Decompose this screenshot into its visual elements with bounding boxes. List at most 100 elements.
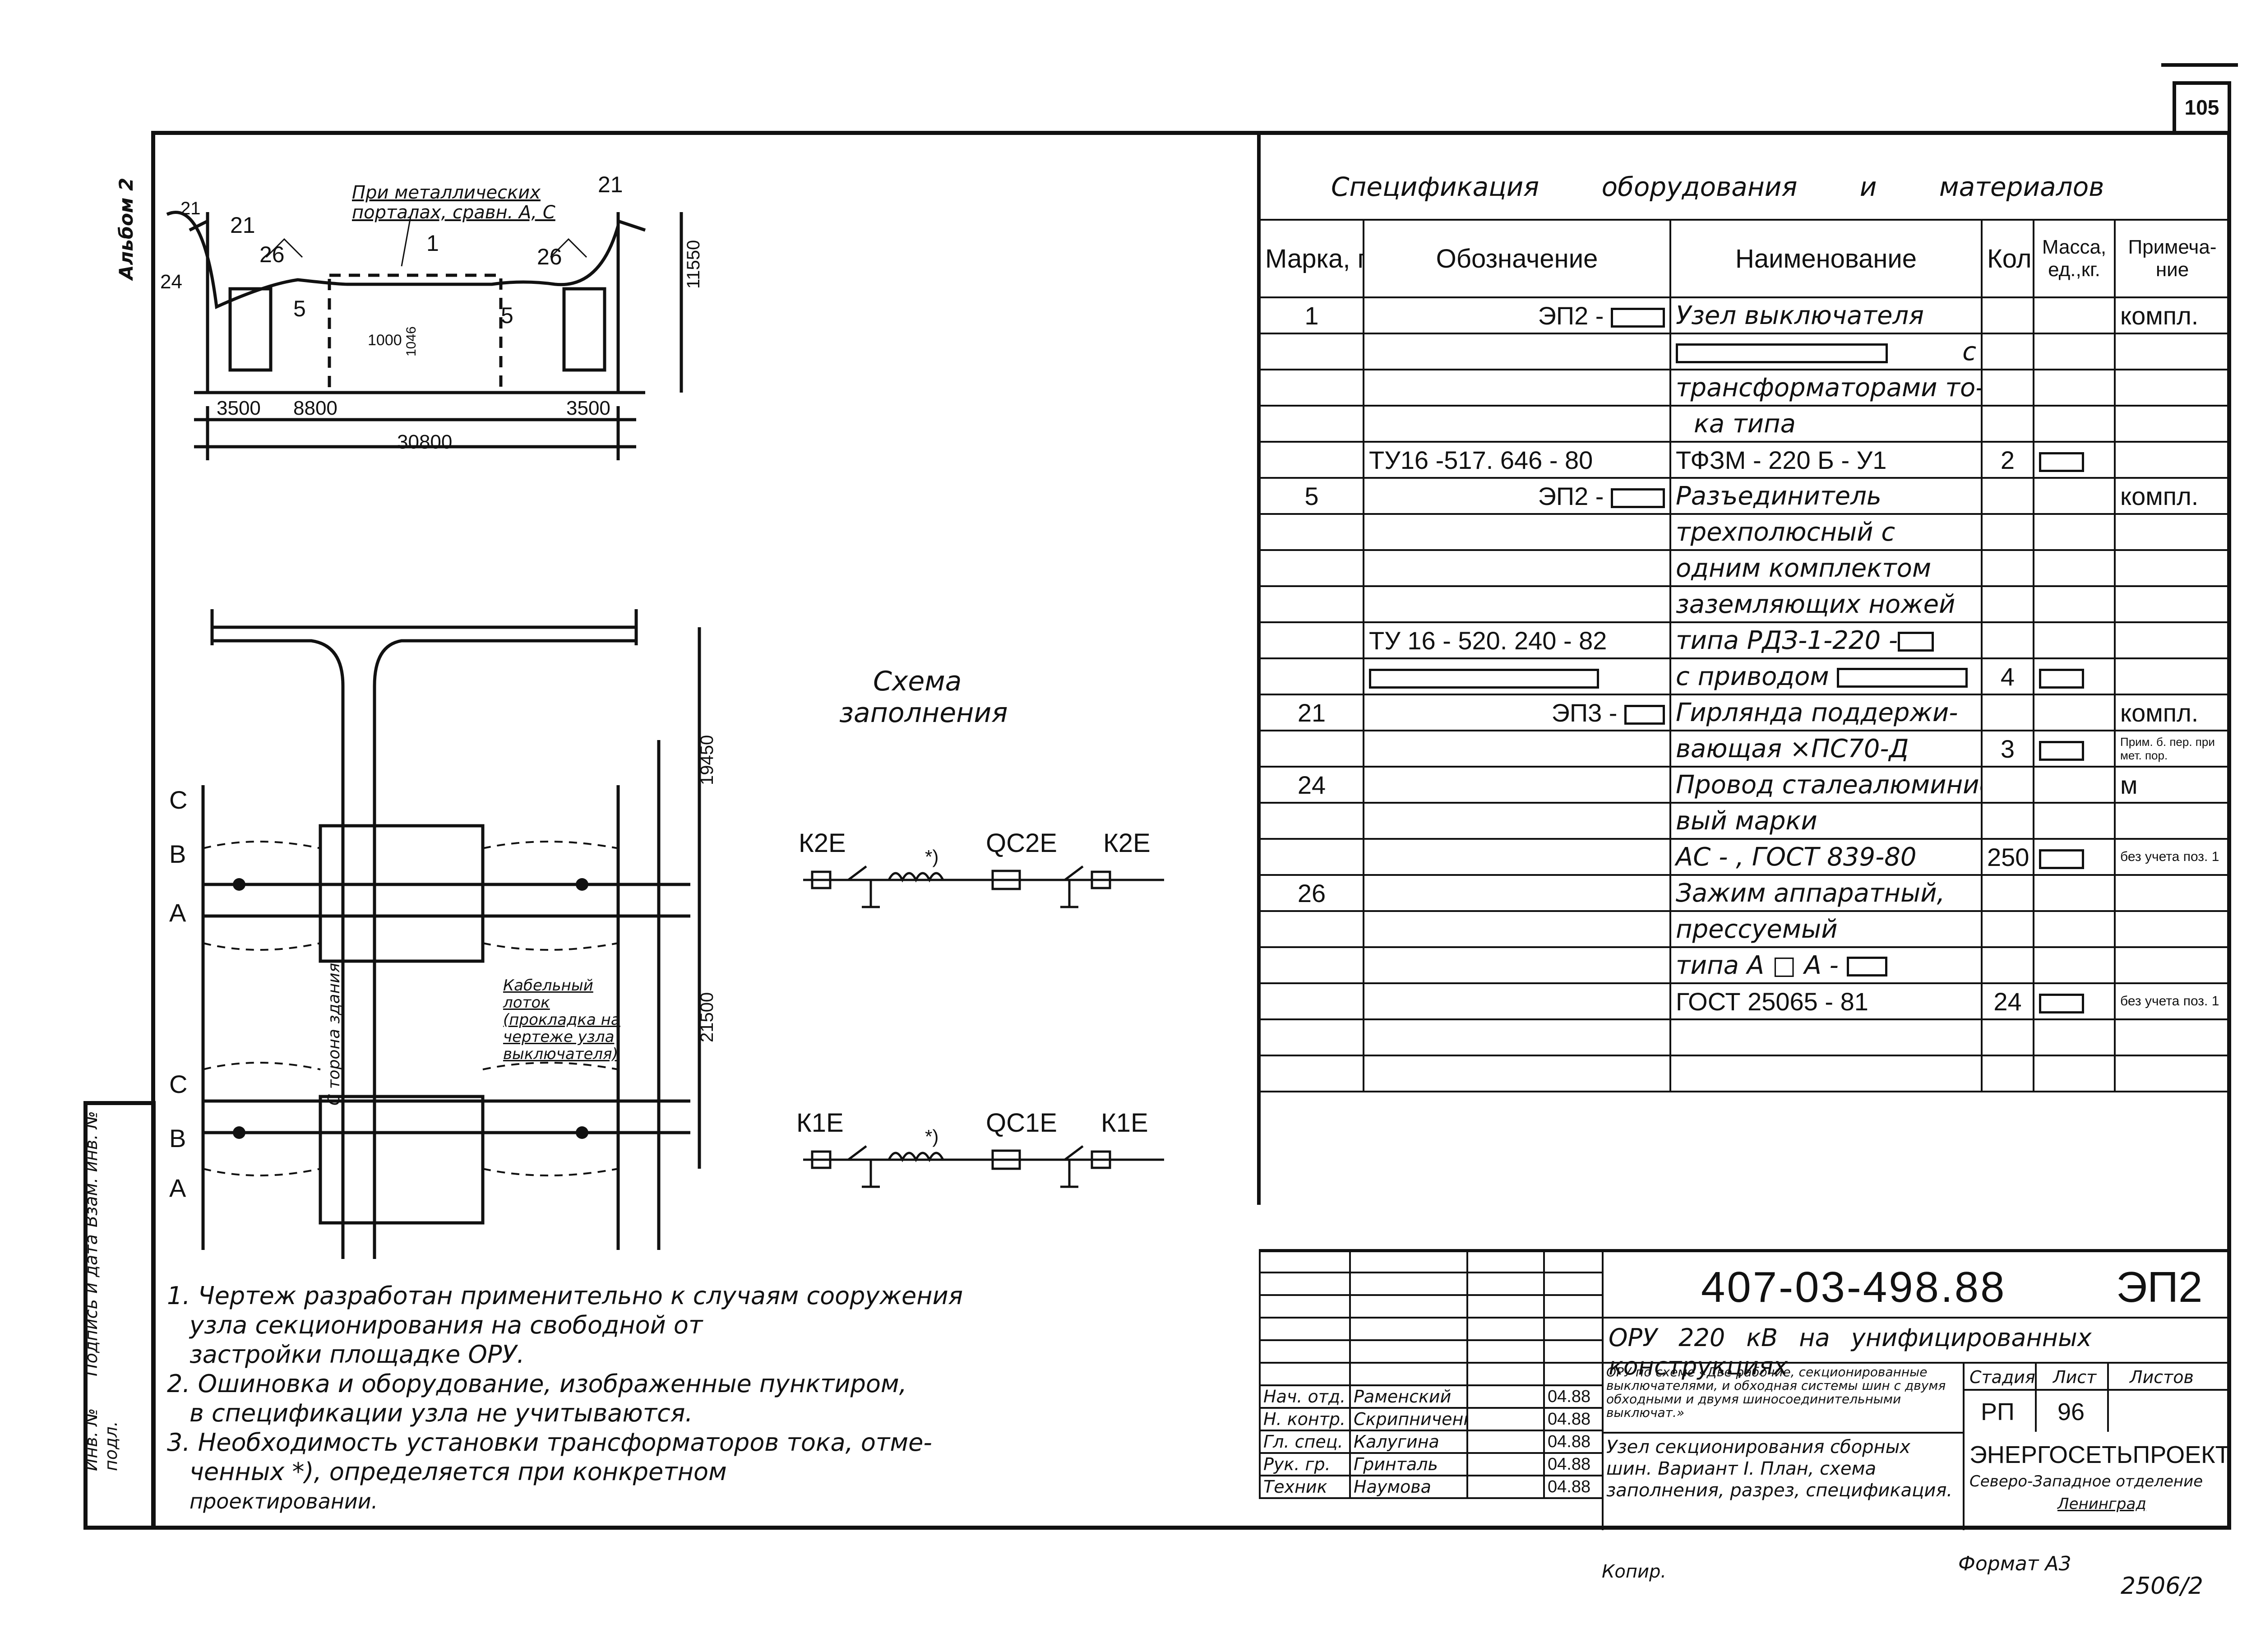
side-stamp-sign: Подпись и дата bbox=[81, 1234, 101, 1376]
tb-role: Н. контр. bbox=[1259, 1407, 1351, 1431]
pos-5-right: 5 bbox=[501, 303, 513, 328]
dim-1046: 1046 bbox=[404, 326, 419, 356]
note-1c: застройки площадке ОРУ. bbox=[190, 1340, 525, 1369]
pos-21-left: 21 bbox=[230, 213, 255, 238]
spec-cell-note bbox=[2114, 333, 2231, 370]
rev-cell bbox=[1259, 1339, 1351, 1364]
spec-cell-name: вающая ×ПС70-Д bbox=[1669, 730, 1983, 768]
spec-cell-name: трехполюсный с bbox=[1669, 513, 1983, 551]
spec-cell-desig bbox=[1363, 369, 1671, 407]
dim-21500: 21500 bbox=[697, 992, 717, 1042]
rev-cell bbox=[1259, 1362, 1351, 1386]
note-3c: проектировании. bbox=[190, 1489, 378, 1513]
spec-table: Марка, поз. Обозначение Наименование Кол… bbox=[1259, 219, 2231, 1092]
spec-header-mark: Марка, поз. bbox=[1259, 219, 1364, 298]
spec-cell-desig: ЭП2 - bbox=[1363, 296, 1671, 334]
spec-cell-qty bbox=[1981, 694, 2034, 731]
spec-row: прессуемый bbox=[1259, 910, 2231, 948]
spec-cell-name: Узел выключателя bbox=[1669, 296, 1983, 334]
spec-row: с bbox=[1259, 333, 2231, 370]
spec-cell-mass bbox=[2033, 441, 2116, 479]
rev-cell bbox=[1349, 1294, 1468, 1319]
tb-line-3 bbox=[1602, 1432, 1963, 1434]
pos-26-left: 26 bbox=[259, 242, 285, 267]
phase-top-a: А bbox=[169, 898, 186, 927]
scheme-bottom-left-label: К1Е bbox=[796, 1108, 844, 1138]
dim-1000: 1000 bbox=[368, 332, 402, 349]
spec-cell-qty bbox=[1981, 802, 2034, 840]
spec-cell-note: м bbox=[2114, 766, 2231, 804]
spec-cell-desig bbox=[1363, 766, 1671, 804]
spec-cell-name: типа РДЗ-1-220 - bbox=[1669, 621, 1983, 659]
spec-row bbox=[1259, 1055, 2231, 1092]
spec-cell-mark bbox=[1259, 333, 1364, 370]
spec-cell-mass bbox=[2033, 694, 2116, 731]
spec-cell-note bbox=[2114, 946, 2231, 984]
spec-cell-mass bbox=[2033, 874, 2116, 912]
spec-header-designation: Обозначение bbox=[1363, 219, 1671, 298]
footer-number: 2506/2 bbox=[2121, 1573, 2203, 1600]
spec-cell-desig bbox=[1363, 838, 1671, 876]
tb-line-2 bbox=[1602, 1362, 2230, 1364]
spec-cell-mark bbox=[1259, 621, 1364, 659]
tb-person: Раменский bbox=[1349, 1384, 1468, 1409]
spec-cell-note: без учета поз. 1 bbox=[2114, 982, 2231, 1020]
pos-5-left: 5 bbox=[293, 296, 306, 321]
spec-cell-note: компл. bbox=[2114, 477, 2231, 515]
spec-cell-mark: 21 bbox=[1259, 694, 1364, 731]
left-album-label: Альбом 2 bbox=[115, 177, 137, 280]
spec-cell-qty bbox=[1981, 874, 2034, 912]
rev-cell bbox=[1259, 1317, 1351, 1341]
tb-signature bbox=[1466, 1475, 1545, 1499]
tb-role: Гл. спец. bbox=[1259, 1430, 1351, 1454]
tb-sheet: 96 bbox=[2057, 1398, 2085, 1425]
spec-cell-qty: 4 bbox=[1981, 657, 2034, 695]
blank-box bbox=[1676, 343, 1888, 363]
section-caption: При металлических порталах, сравн. А, С bbox=[352, 182, 555, 223]
scheme-title-2: заполнения bbox=[839, 697, 1008, 729]
spec-cell-name: с bbox=[1669, 333, 1983, 370]
scheme-title-1: Схема bbox=[873, 666, 962, 697]
blank-box bbox=[2039, 740, 2084, 761]
phase-bottom-b: В bbox=[169, 1124, 186, 1152]
pos-26-right: 26 bbox=[537, 244, 562, 269]
spec-cell-mass bbox=[2033, 585, 2116, 623]
tb-signature bbox=[1466, 1384, 1545, 1409]
spec-row: ка типа bbox=[1259, 405, 2231, 443]
spec-cell-note bbox=[2114, 369, 2231, 407]
spec-cell-mark bbox=[1259, 802, 1364, 840]
spec-cell-desig bbox=[1363, 730, 1671, 768]
blank-box bbox=[2039, 452, 2084, 472]
dim-8800: 8800 bbox=[293, 397, 337, 419]
tb-signature bbox=[1466, 1430, 1545, 1454]
rev-cell bbox=[1466, 1294, 1545, 1319]
spec-cell-qty: 24 bbox=[1981, 982, 2034, 1020]
tb-line-1 bbox=[1602, 1317, 2230, 1319]
spec-cell-note bbox=[2114, 1055, 2231, 1092]
rev-cell bbox=[1543, 1362, 1604, 1386]
tb-content-desc: Узел секционирования сборных шин. Вариан… bbox=[1606, 1437, 1953, 1501]
scheme-bottom-right-label: К1Е bbox=[1101, 1108, 1148, 1138]
spec-cell-note bbox=[2114, 441, 2231, 479]
scheme-bottom-mid-label: QС1Е bbox=[986, 1108, 1057, 1138]
spec-cell-mark bbox=[1259, 946, 1364, 984]
spec-header-row: Марка, поз. Обозначение Наименование Кол… bbox=[1259, 219, 2231, 298]
spec-cell-desig bbox=[1363, 549, 1671, 587]
tb-sheet-code: ЭП2 bbox=[2116, 1263, 2203, 1311]
spec-row: трехполюсный с bbox=[1259, 513, 2231, 551]
spec-cell-name: АС - , ГОСТ 839-80 bbox=[1669, 838, 1983, 876]
spec-name-text: типа РДЗ-1-220 - bbox=[1676, 625, 1898, 655]
spec-cell-mark bbox=[1259, 441, 1364, 479]
tb-org-3: Ленинград bbox=[2057, 1495, 2146, 1513]
spec-cell-mark bbox=[1259, 838, 1364, 876]
tb-sheets-header: Листов bbox=[2130, 1367, 2194, 1387]
spec-cell-mass bbox=[2033, 910, 2116, 948]
spec-row: вый марки bbox=[1259, 802, 2231, 840]
spec-cell-desig bbox=[1363, 405, 1671, 443]
spec-cell-desig bbox=[1363, 982, 1671, 1020]
tb-vline-sheets bbox=[2107, 1362, 2109, 1432]
spec-cell-note bbox=[2114, 1018, 2231, 1056]
spec-desig-text: ЭП2 - bbox=[1538, 481, 1604, 510]
